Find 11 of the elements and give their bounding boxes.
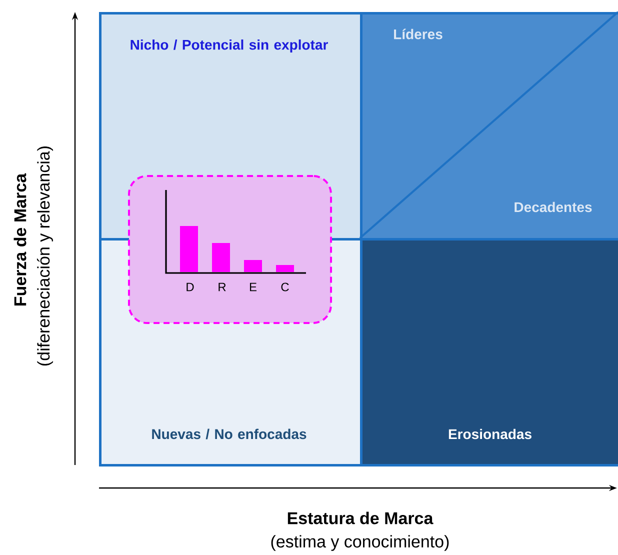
axis-tick-label: R [218,282,226,292]
axis-title: Estatura de Marca [288,512,434,524]
axis-subtitle: (difereneciación y relevancia) [36,146,54,366]
quadrant: Erosionadas [360,238,618,466]
axis-subtitle: (estima y conocimiento) [271,535,449,551]
quadrant: Líderes Decadentes [359,11,618,240]
axis-tick-label: C [281,282,289,292]
axis-tick-label: E [250,282,256,292]
axis-tick-label: D [186,282,194,292]
axis-title: Fuerza de Marca [14,173,26,306]
callout-box [128,175,332,324]
